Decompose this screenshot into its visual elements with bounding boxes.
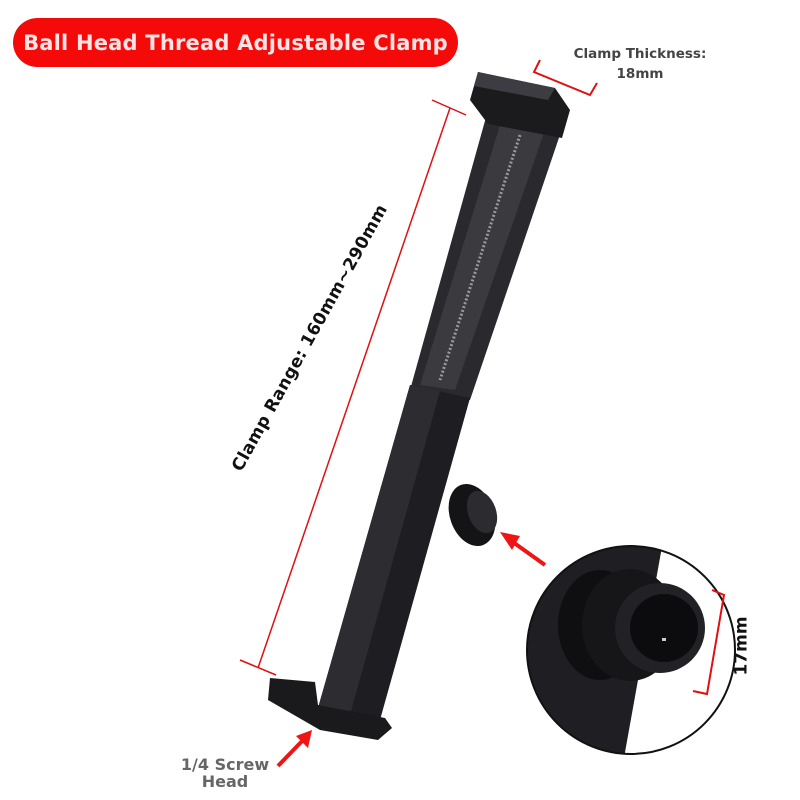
title-banner: Ball Head Thread Adjustable Clamp — [13, 18, 458, 67]
screw-head-label: 1/4 Screw Head — [170, 756, 280, 790]
knob-detail-circle — [526, 545, 736, 755]
clamp-range-dimension-line — [239, 99, 467, 676]
screw-head-line1: 1/4 Screw — [180, 755, 270, 774]
clamp-thickness-line2: 18mm — [616, 66, 664, 82]
knob-diameter-label: 17mm — [731, 616, 752, 676]
screw-head-line2: Head — [201, 772, 249, 791]
knob — [448, 484, 498, 546]
arrow-icon — [276, 532, 547, 768]
clamp-thickness-line1: Clamp Thickness: — [573, 46, 707, 62]
thickness-bracket — [532, 59, 598, 97]
clamp-thickness-label: Clamp Thickness: 18mm — [565, 44, 715, 84]
bottom-jaw — [268, 678, 392, 740]
